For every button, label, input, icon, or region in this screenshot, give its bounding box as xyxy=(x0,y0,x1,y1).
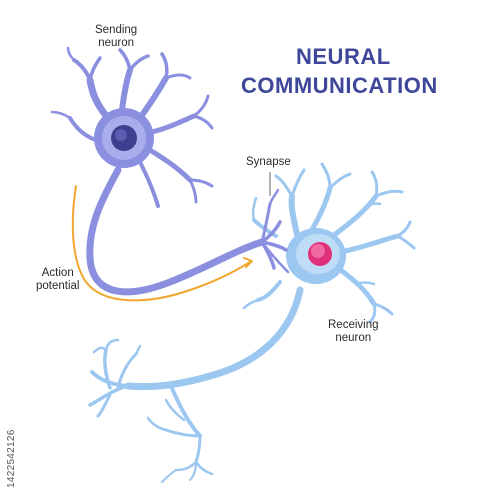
title-line-2: COMMUNICATION xyxy=(241,73,438,98)
label-synapse: Synapse xyxy=(246,156,291,168)
action-potential-arrow xyxy=(71,185,253,302)
receiving-neuron xyxy=(88,162,416,483)
label-sending-neuron: Sending neuron xyxy=(95,24,137,50)
label-sending-line-2: neuron xyxy=(98,37,135,49)
label-action-line-1: Action xyxy=(41,267,74,279)
label-action-line-2: potential xyxy=(36,280,80,292)
label-receiving-line-1: Receiving xyxy=(328,319,379,331)
label-sending-line-1: Sending xyxy=(95,24,138,36)
label-receiving-line-2: neuron xyxy=(335,332,372,344)
sending-nucleolus xyxy=(115,129,127,141)
label-action-potential: Action potential xyxy=(36,267,79,293)
title-line-1: NEURAL xyxy=(296,44,391,69)
stock-image-id: 1422542126 xyxy=(6,429,17,488)
label-receiving-neuron: Receiving neuron xyxy=(328,319,379,345)
receiving-nucleolus xyxy=(311,244,325,258)
